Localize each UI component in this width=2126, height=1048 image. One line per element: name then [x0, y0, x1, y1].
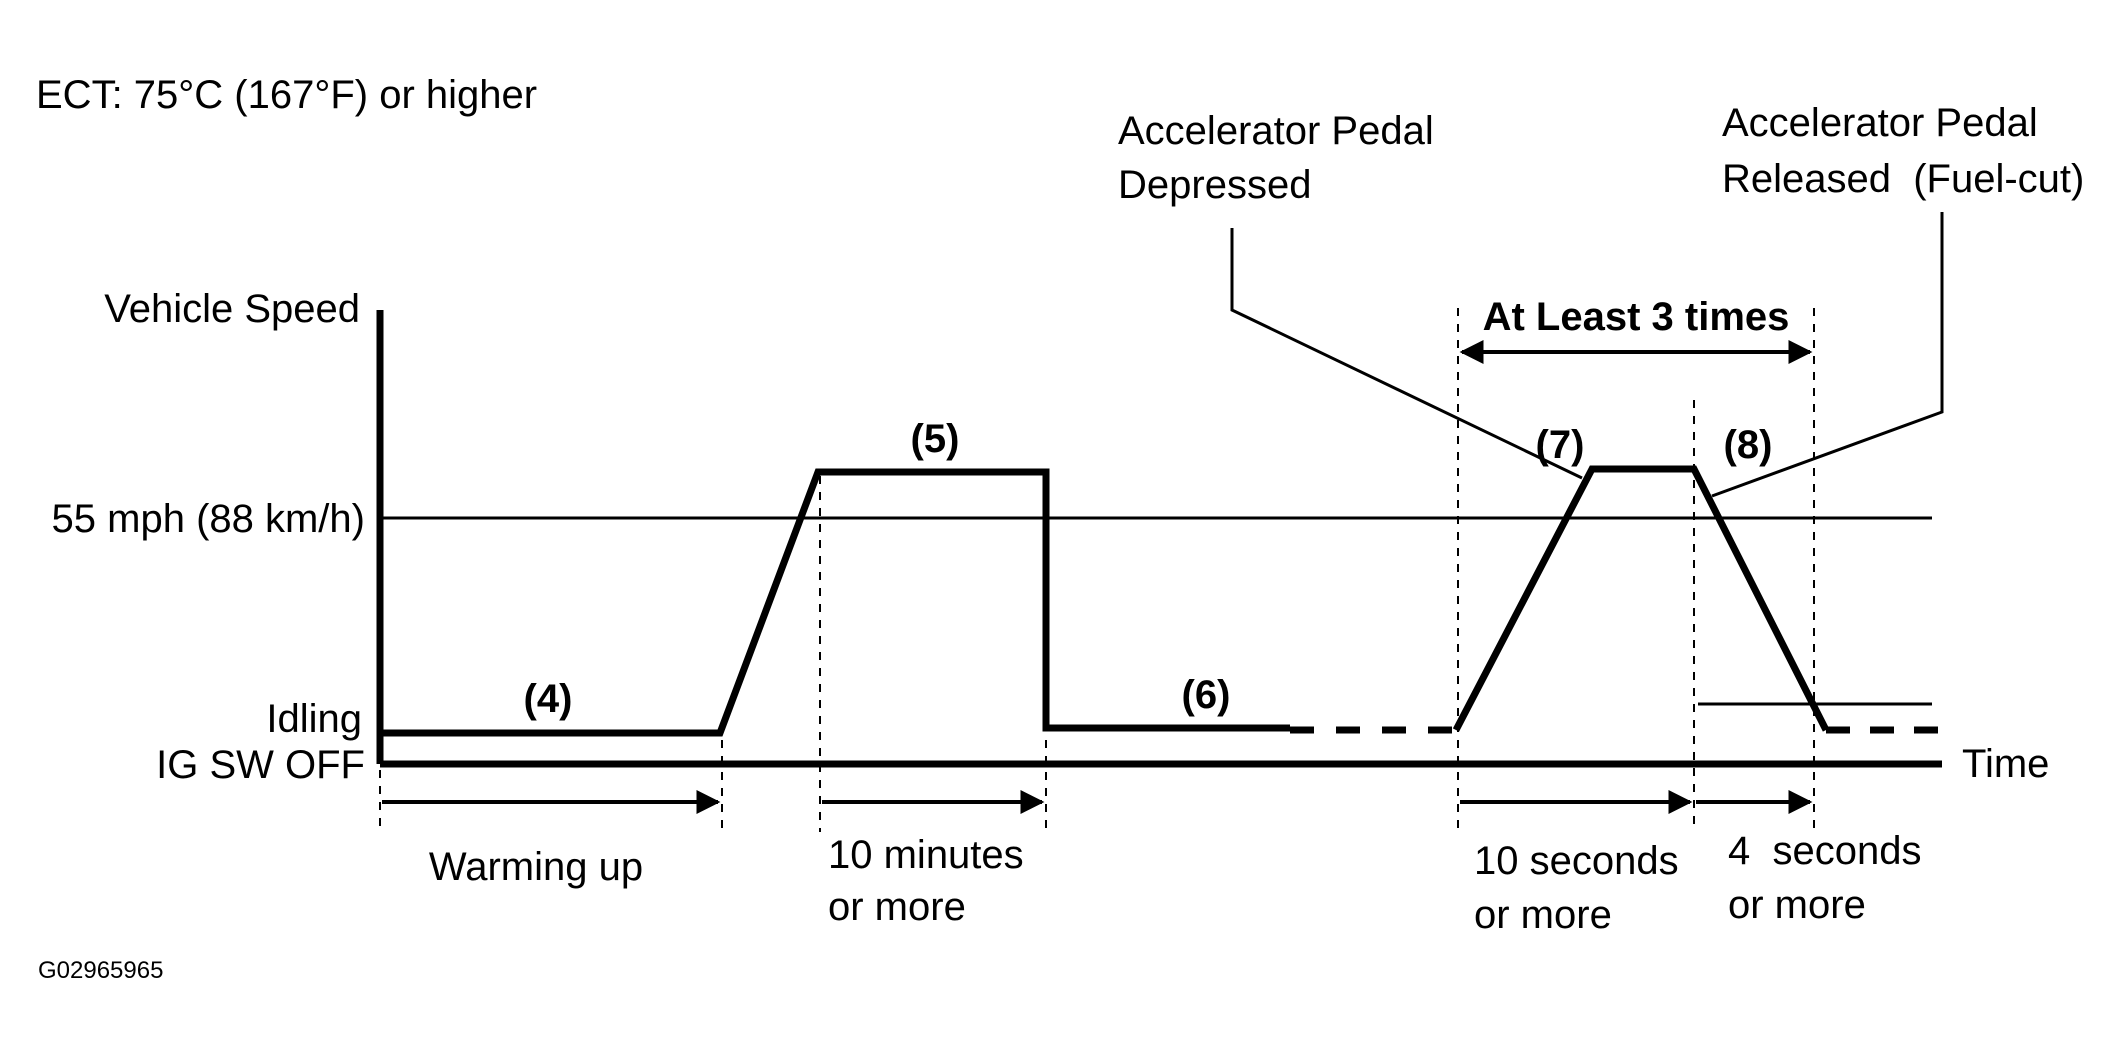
pedal-released-leader-line — [1711, 212, 1944, 498]
step-8-marker: (8) — [1724, 423, 1773, 467]
x-axis-label: Time — [1962, 742, 2049, 786]
off-level-label: IG SW OFF — [156, 743, 365, 787]
decel-duration-line2: or more — [1728, 883, 1866, 927]
pedal-depressed-callout-line2: Depressed — [1118, 163, 1311, 207]
ect-condition-text: ECT: 75°C (167°F) or higher — [36, 73, 537, 117]
cruise-duration-line1: 10 minutes — [828, 833, 1024, 877]
decel-duration-line1: 4 seconds — [1728, 829, 1921, 873]
cruise-duration-line2: or more — [828, 885, 966, 929]
step-4-marker: (4) — [524, 677, 573, 721]
repeat-label: At Least 3 times — [1483, 295, 1790, 339]
step-6-marker: (6) — [1182, 673, 1231, 717]
warmup-duration-label: Warming up — [429, 845, 643, 889]
pedal-depressed-leader-line — [1230, 228, 1583, 480]
step-5-marker: (5) — [911, 417, 960, 461]
speed-profile-line — [380, 468, 1290, 737]
pedal-depressed-callout-line1: Accelerator Pedal — [1118, 109, 1434, 153]
repeat-profile-line — [1452, 465, 1830, 732]
pedal-released-callout-line1: Accelerator Pedal — [1722, 101, 2038, 145]
speed-level-label: 55 mph (88 km/h) — [52, 497, 365, 541]
pedal-released-callout-line2: Released (Fuel-cut) — [1722, 157, 2084, 201]
idle-level-label: Idling — [266, 697, 362, 741]
accel-duration-line1: 10 seconds — [1474, 839, 1679, 883]
figure-code: G02965965 — [38, 957, 163, 984]
accel-duration-line2: or more — [1474, 893, 1612, 937]
y-axis-label: Vehicle Speed — [104, 287, 360, 331]
